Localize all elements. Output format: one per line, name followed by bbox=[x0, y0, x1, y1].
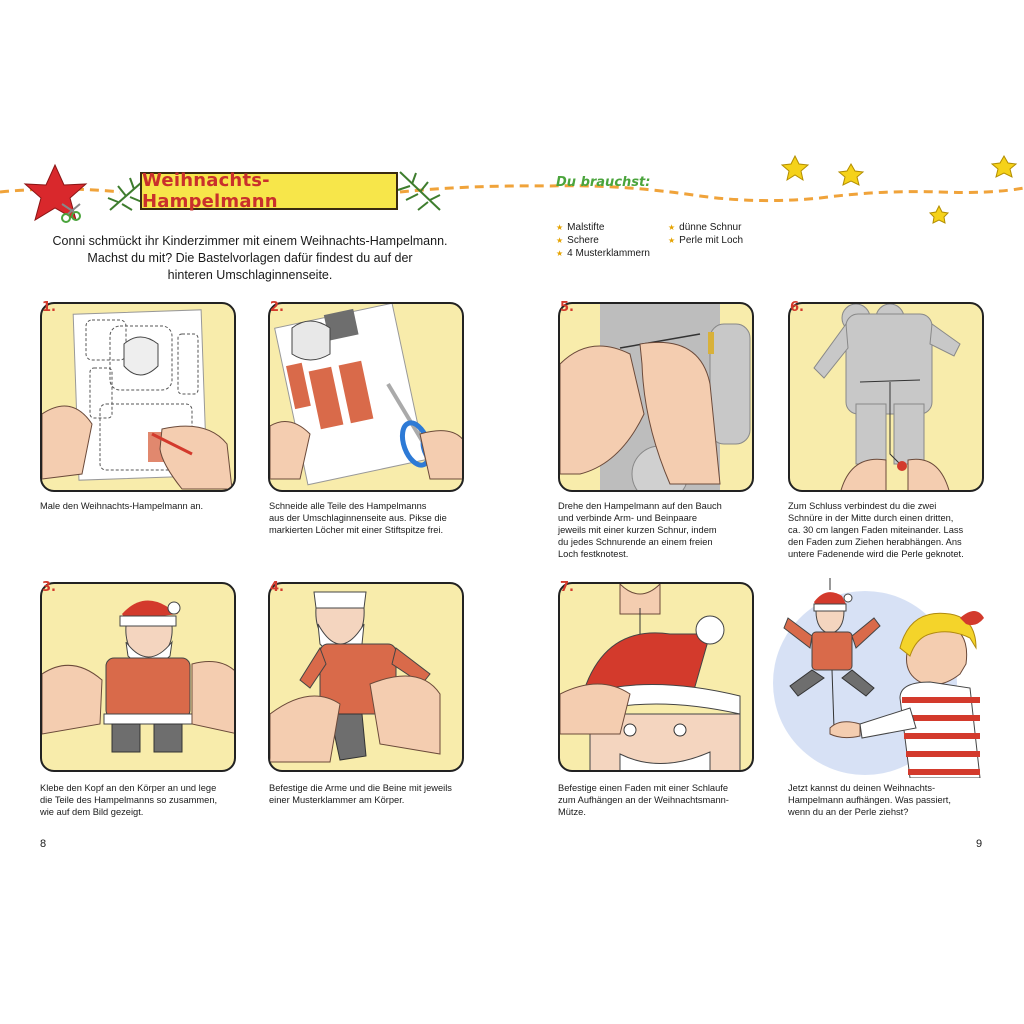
page-title: Weihnachts-Hampelmann bbox=[140, 170, 398, 212]
step-6-caption: Zum Schluss verbindest du die zwei Schnü… bbox=[788, 501, 964, 559]
materials-list: ★Malstifte ★Schere ★4 Musterklammern bbox=[556, 221, 650, 260]
step-7-illustration bbox=[558, 582, 754, 772]
step-4-caption: Befestige die Arme und die Beine mit jew… bbox=[269, 783, 452, 805]
step-7-caption: Befestige einen Faden mit einer Schlaufe… bbox=[558, 783, 729, 817]
list-item: ★dünne Schnur bbox=[668, 222, 742, 233]
intro-line: Conni schmückt ihr Kinderzimmer mit eine… bbox=[52, 234, 448, 248]
step-5-caption: Drehe den Hampelmann auf den Bauch und v… bbox=[558, 501, 722, 559]
star-bullet-icon: ★ bbox=[556, 223, 564, 232]
list-item: ★Malstifte bbox=[556, 222, 605, 233]
page-number-left: 8 bbox=[40, 838, 47, 850]
final-caption: Jetzt kannst du deinen Weihnachts- Hampe… bbox=[788, 783, 951, 817]
star-bullet-icon: ★ bbox=[668, 223, 676, 232]
step-4-illustration bbox=[268, 582, 464, 772]
star-bullet-icon: ★ bbox=[556, 236, 564, 245]
list-item: ★Schere bbox=[556, 235, 599, 246]
yellow-star-icon bbox=[780, 154, 1018, 224]
step-1-caption: Male den Weihnachts-Hampelmann an. bbox=[40, 501, 204, 511]
step-number: 5. bbox=[560, 300, 574, 315]
header-decoration bbox=[0, 154, 1024, 224]
star-bullet-icon: ★ bbox=[556, 249, 564, 258]
step-number: 6. bbox=[790, 300, 804, 315]
step-number: 3. bbox=[42, 580, 56, 595]
page-number-right: 9 bbox=[976, 838, 983, 850]
red-star-icon bbox=[23, 163, 88, 223]
materials-list: ★dünne Schnur ★Perle mit Loch bbox=[668, 221, 743, 247]
intro-text: Conni schmückt ihr Kinderzimmer mit eine… bbox=[40, 233, 460, 284]
step-6-illustration bbox=[788, 302, 984, 492]
list-item: ★4 Musterklammern bbox=[556, 248, 650, 259]
step-1-illustration bbox=[40, 302, 236, 492]
step-2-caption: Schneide alle Teile des Hampelmanns aus … bbox=[269, 501, 447, 535]
step-5-illustration bbox=[558, 302, 754, 492]
star-bullet-icon: ★ bbox=[668, 236, 676, 245]
step-number: 7. bbox=[560, 580, 574, 595]
step-2-illustration bbox=[268, 302, 464, 492]
step-number: 4. bbox=[270, 580, 284, 595]
intro-line: Machst du mit? Die Bastelvorlagen dafür … bbox=[87, 251, 413, 265]
step-number: 2. bbox=[270, 300, 284, 315]
final-illustration bbox=[773, 578, 984, 778]
list-item: ★Perle mit Loch bbox=[668, 235, 744, 246]
intro-line: hinteren Umschlaginnenseite. bbox=[167, 268, 333, 282]
materials-title: Du brauchst: bbox=[556, 175, 651, 190]
step-3-illustration bbox=[40, 582, 236, 772]
step-3-caption: Klebe den Kopf an den Körper an und lege… bbox=[40, 783, 218, 817]
step-number: 1. bbox=[42, 300, 56, 315]
